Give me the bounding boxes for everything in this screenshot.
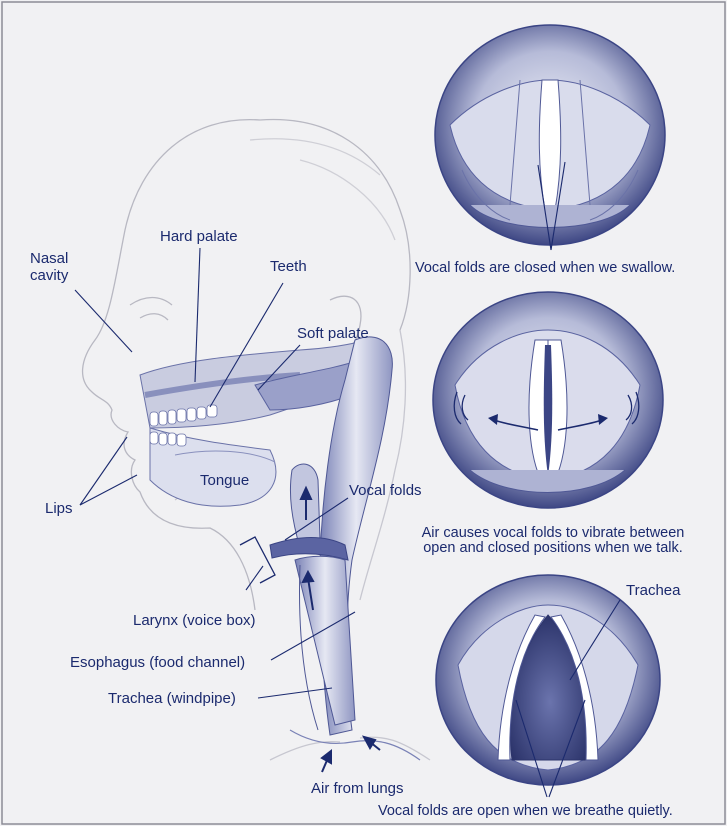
label-teeth: Teeth (270, 258, 307, 275)
label-esophagus: Esophagus (food channel) (70, 654, 245, 671)
label-air-from-lungs: Air from lungs (311, 780, 404, 797)
label-lips: Lips (45, 500, 73, 517)
inset-vibrating-vocal-folds (433, 292, 663, 508)
caption-closed: Vocal folds are closed when we swallow. (415, 260, 675, 277)
larynx-bracket (240, 537, 275, 583)
label-nasal-cavity: Nasal cavity (30, 250, 68, 284)
label-vocal-folds: Vocal folds (349, 482, 422, 499)
inset-open-vocal-folds (436, 575, 660, 797)
inset-closed-vocal-folds (435, 25, 665, 250)
caption-open: Vocal folds are open when we breathe qui… (378, 803, 673, 820)
label-trachea: Trachea (windpipe) (108, 690, 236, 707)
label-soft-palate: Soft palate (297, 325, 369, 342)
caption-vibrate-line2: open and closed positions when we talk. (398, 540, 708, 557)
label-trachea-inset: Trachea (626, 582, 680, 599)
label-hard-palate: Hard palate (160, 228, 238, 245)
label-tongue: Tongue (200, 472, 249, 489)
label-larynx: Larynx (voice box) (133, 612, 256, 629)
